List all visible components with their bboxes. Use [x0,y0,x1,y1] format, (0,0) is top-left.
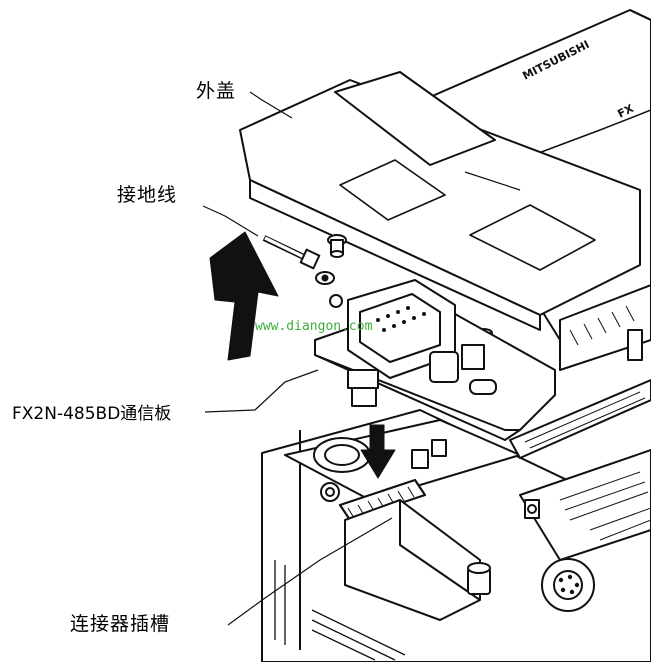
ground-wire-label: 接地线 [117,184,178,206]
fx2n-485bd-board [314,279,556,441]
comm-board-label: FX2N-485BD通信板 [12,404,172,424]
connector-slot-label: 连接器插槽 [70,613,171,635]
insert-down-arrow [360,424,396,479]
plc-base-unit [261,409,651,663]
outer-cover-label: 外盖 [196,80,237,102]
outer-cover [239,71,641,331]
leader-lines [202,91,393,626]
lift-up-arrow [209,231,279,361]
watermark-text: www.diangon.com [255,319,373,334]
